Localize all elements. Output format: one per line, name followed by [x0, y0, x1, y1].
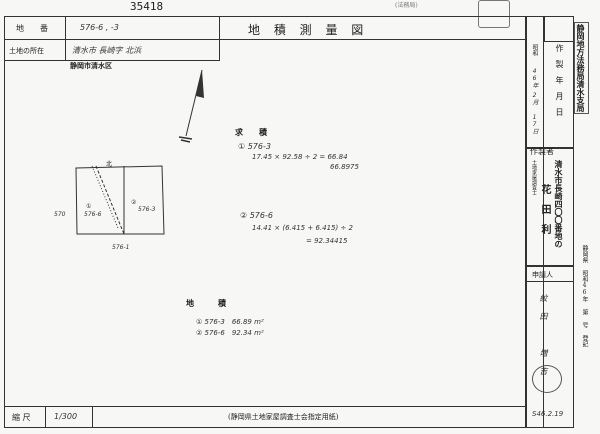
lot-label: 地 番	[16, 24, 52, 33]
seal-top	[478, 0, 510, 28]
date-month: 2月	[531, 92, 538, 105]
plot-north-label: 北	[106, 161, 113, 168]
date-day: 17日	[531, 114, 538, 134]
plot-lot-a: 576-6	[84, 211, 102, 218]
calc-item1-result: 66.8975	[330, 163, 359, 171]
scale-value: 1/300	[54, 412, 78, 421]
maker-address: 清水市長崎四〇〇番地の	[554, 160, 564, 248]
maker-title: 土地家屋調査士	[531, 160, 537, 195]
date-label: 作製年月日	[555, 44, 564, 124]
sidebar-applicant-header	[526, 266, 574, 282]
calc-item1-label: ① 576-3	[238, 142, 271, 151]
sidebar-date-block	[526, 16, 574, 148]
stamp-number: 35418	[130, 0, 164, 13]
lot-value: 576-6 , -3	[80, 23, 119, 32]
side-note: 静岡県 昭和46年 第 号 登記	[581, 245, 588, 347]
scale-label: 縮 尺	[12, 413, 31, 422]
footer-note: (静岡県土地家屋調査士会指定用紙)	[228, 413, 339, 421]
area-heading: 地 積	[186, 298, 234, 308]
calc-heading: 求 積	[235, 127, 271, 137]
calc-item1-formula: 17.45 × 92.58 ÷ 2 = 66.84	[252, 153, 348, 161]
date-year: 46年	[531, 68, 538, 88]
calc-item2-label: ② 576-6	[240, 211, 273, 220]
calc-item2-result: = 92.34415	[306, 237, 348, 245]
location-value: 清水市 長崎字 北浜	[72, 46, 142, 55]
applicant-seal	[532, 365, 562, 393]
document-title: 地 積 測 量 図	[248, 23, 369, 37]
north-arrow-icon	[178, 69, 204, 143]
plot-circle-a: ①	[86, 203, 92, 210]
sidebar-maker-block	[526, 148, 574, 266]
plot-left-neighbor: 570	[54, 211, 66, 218]
calc-item2-formula: 14.41 × (6.415 + 6.415) ÷ 2	[252, 224, 353, 232]
ref-number: S46.2.19	[532, 410, 564, 418]
top-seal: 静岡地方法務局清水支局	[574, 22, 589, 114]
scale-value-cell	[45, 406, 93, 428]
plot-bottom-neighbor: 576-1	[112, 244, 130, 251]
date-era: 昭和	[531, 44, 538, 56]
maker-label: 作製者	[530, 147, 554, 156]
location-label: 土地の所在	[9, 47, 44, 55]
location-stamp: 静岡市清水区	[70, 61, 112, 70]
applicant-label: 申請人	[532, 271, 553, 279]
plot-circle-b: ②	[131, 199, 137, 206]
header-note: (法務局)	[395, 2, 418, 9]
location-label-cell	[4, 39, 66, 61]
area-row1: ① 576-3 66.89 m²	[196, 318, 264, 326]
applicant-name: 紋田 増吉	[539, 294, 548, 385]
maker-name: 花田利	[539, 184, 550, 244]
plot-lot-b: 576-3	[138, 206, 156, 213]
area-row2: ② 576-6 92.34 m²	[196, 329, 264, 337]
parcel-outline	[75, 165, 165, 235]
